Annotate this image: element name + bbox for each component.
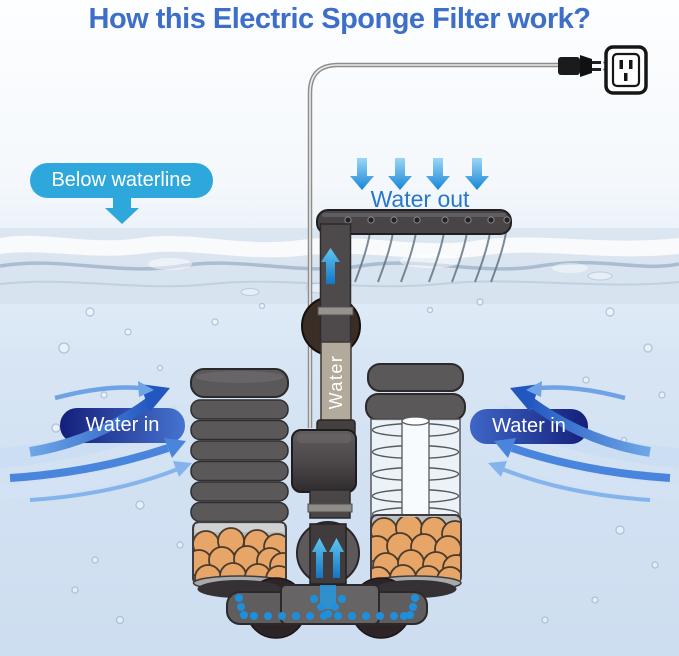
inner-uplift-tube	[401, 420, 430, 519]
page-title: How this Electric Sponge Filter work?	[88, 3, 591, 35]
sponge-ridges	[190, 399, 289, 523]
below-waterline-callout: Below waterline	[30, 163, 213, 198]
spray-bar	[316, 209, 512, 283]
pipe-water-label: Water	[326, 355, 346, 410]
power-cord	[307, 62, 563, 428]
bio-media-canister	[365, 363, 466, 591]
power-plug-icon	[558, 55, 607, 77]
media-tray-right	[370, 514, 462, 591]
water-in-label-right: Water in	[492, 415, 566, 437]
below-waterline-arrow-icon	[105, 198, 139, 224]
sponge-filter-canister	[190, 368, 289, 591]
water-in-arrows-right	[470, 381, 679, 502]
water-tube	[320, 341, 352, 423]
riser-pipe	[319, 223, 352, 345]
water-in-arrows-left	[0, 381, 208, 502]
up-arrow-icon	[321, 248, 340, 284]
flow-dots	[235, 594, 419, 620]
water-in-label-left: Water in	[85, 414, 160, 436]
base-assembly	[197, 577, 457, 639]
water-out-label: Water out	[370, 186, 470, 212]
up-flow-arrows	[312, 538, 344, 578]
wall-outlet-icon	[604, 45, 648, 95]
water-out-arrows	[350, 158, 489, 190]
pump-column: Water	[291, 223, 361, 585]
media-tray-left	[192, 521, 287, 591]
bubbles	[51, 298, 666, 625]
flow-stream	[320, 585, 336, 609]
